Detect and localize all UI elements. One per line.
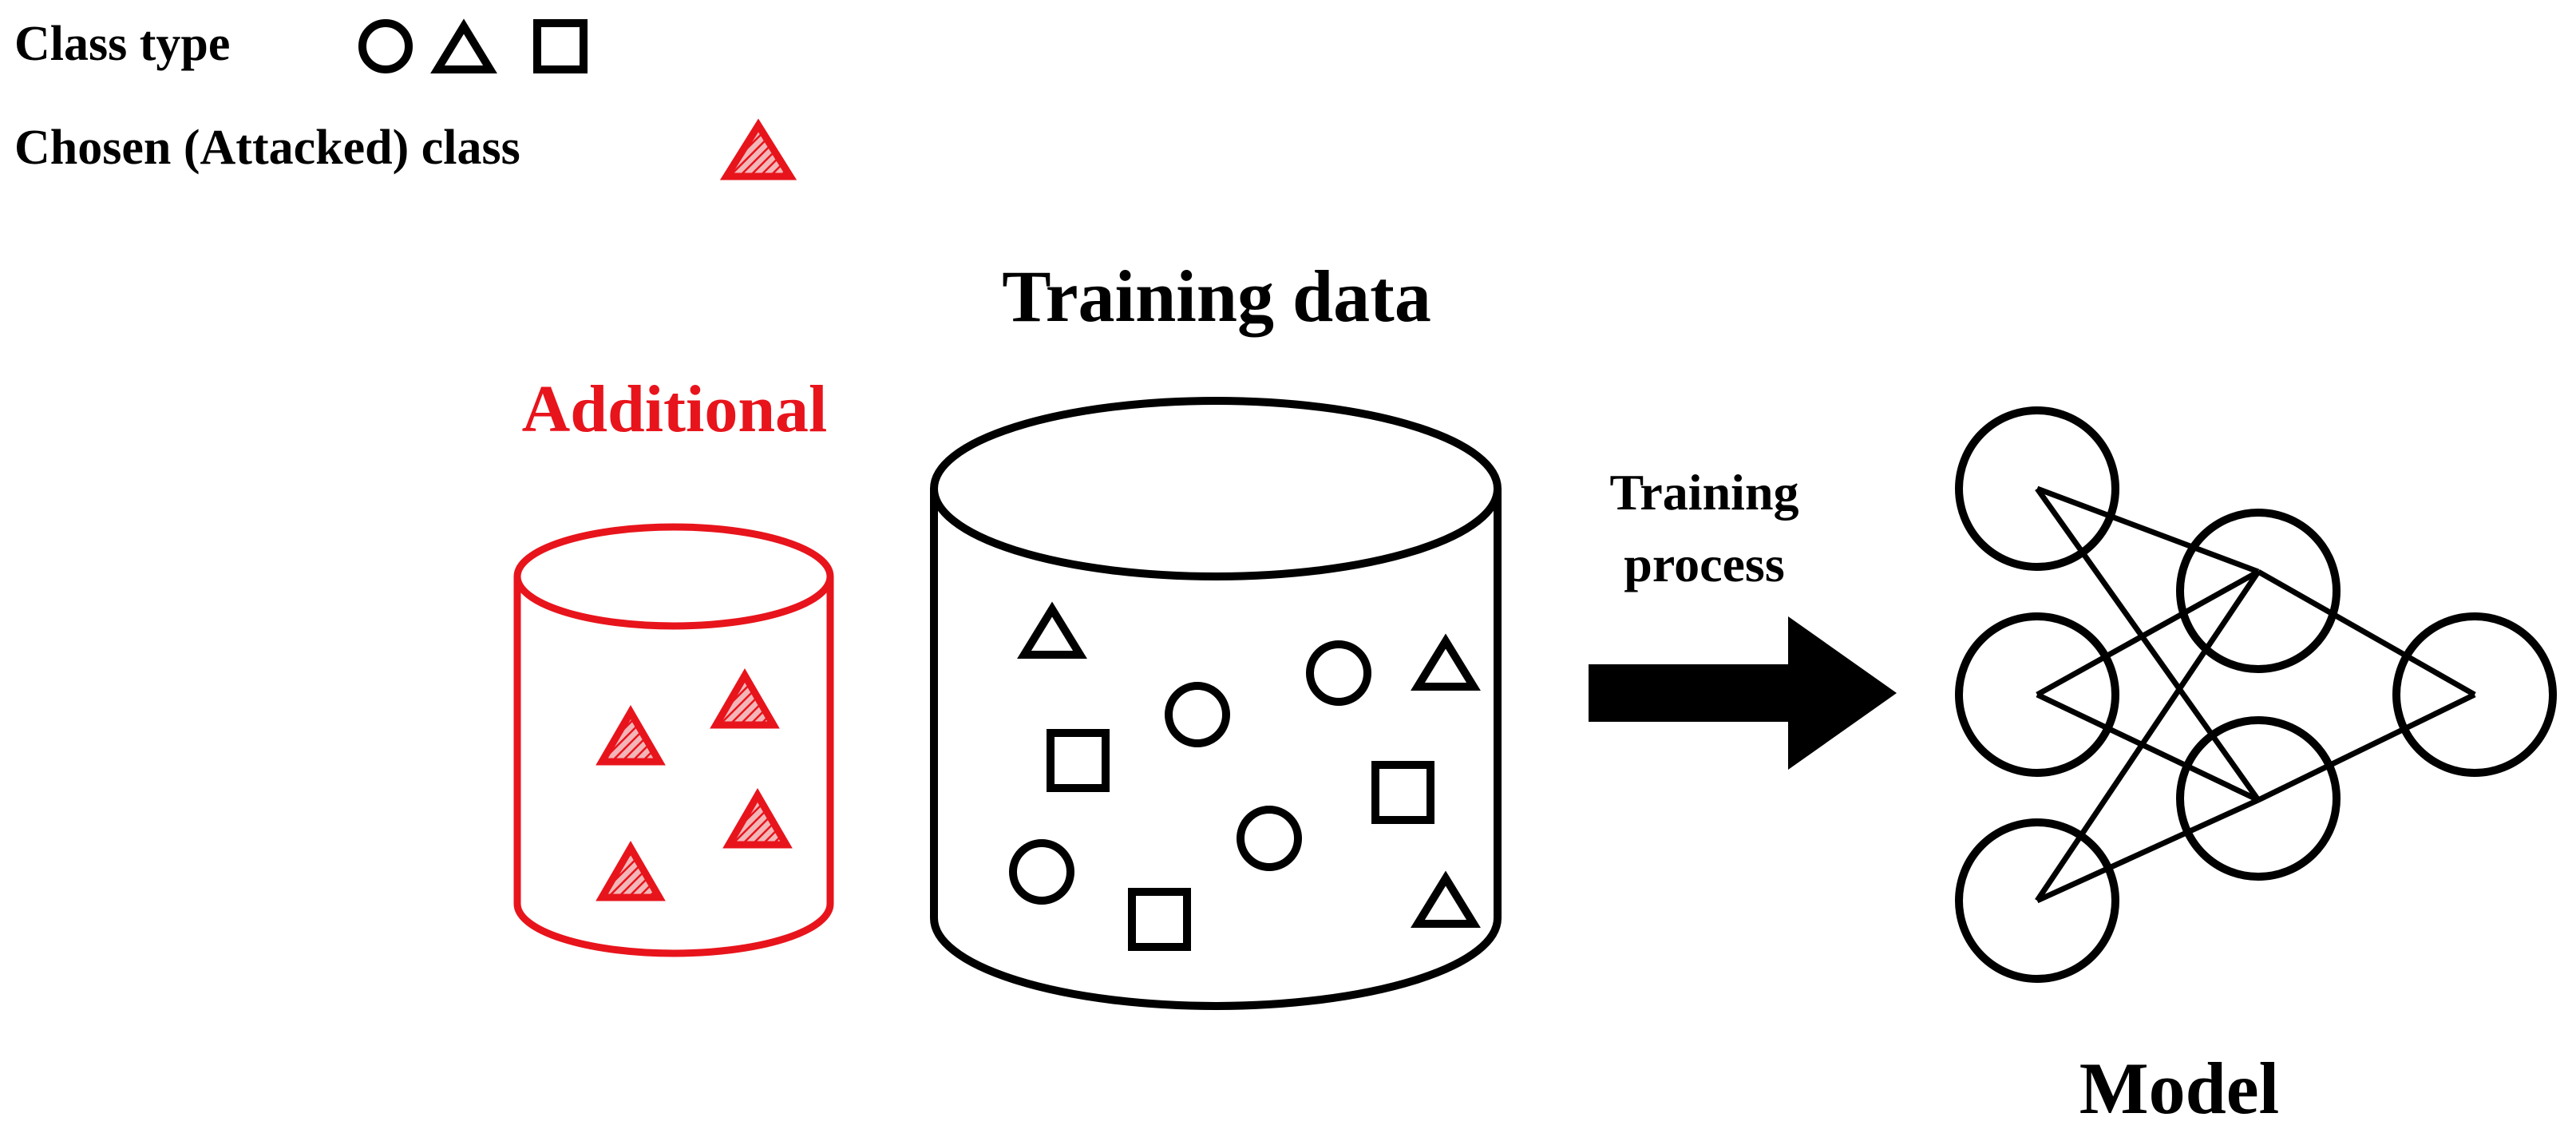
network-edge — [2036, 568, 2260, 698]
square-icon — [1371, 761, 1434, 824]
training-process-label-line2: process — [1624, 536, 1784, 592]
network-edge — [2257, 568, 2476, 698]
network-node — [2176, 716, 2341, 881]
additional-cylinder-body — [513, 576, 834, 957]
hatched-red-triangle-icon — [710, 668, 780, 729]
training-process-arrow: Training process — [1589, 464, 1897, 770]
network-node — [2176, 509, 2341, 673]
additional-cylinder-top — [513, 523, 834, 630]
training-data-label: Training data — [1002, 256, 1431, 337]
hatched-red-triangle-icon — [596, 841, 666, 901]
legend-class-type-label: Class type — [14, 17, 230, 71]
network-edge — [2036, 691, 2260, 803]
circle-icon — [1306, 640, 1371, 706]
circle-icon — [1165, 682, 1230, 747]
training-data-cylinder: Training data — [930, 256, 1502, 1010]
triangle-icon — [1411, 870, 1481, 928]
triangle-icon — [430, 18, 497, 73]
training-cylinder-body — [930, 489, 1502, 1010]
network-node — [1955, 818, 2119, 983]
arrow-right-icon — [1589, 616, 1897, 770]
hatched-red-triangle-icon — [596, 705, 666, 766]
square-icon — [1128, 888, 1191, 951]
hatched-red-triangle-icon — [719, 118, 797, 180]
training-cylinder-top — [930, 397, 1502, 580]
network-node — [1955, 406, 2119, 571]
legend-chosen-class-label: Chosen (Attacked) class — [14, 121, 520, 175]
triangle-icon — [1017, 601, 1087, 659]
training-process-label-line1: Training — [1609, 464, 1798, 521]
model-network: Model — [1955, 406, 2557, 1125]
network-edge — [2036, 485, 2260, 575]
network-edges — [2035, 485, 2476, 904]
triangle-icon — [1411, 633, 1481, 691]
square-icon — [1047, 729, 1110, 792]
network-edge — [2035, 570, 2261, 902]
additional-data-cylinder: Additional — [513, 372, 834, 957]
circle-icon — [1237, 806, 1302, 871]
circle-icon — [1009, 839, 1074, 905]
hatched-red-triangle-icon — [722, 788, 793, 849]
network-node — [2392, 612, 2557, 777]
circle-icon — [358, 19, 413, 73]
network-node — [1955, 612, 2119, 777]
square-icon — [533, 19, 588, 73]
legend: Class type Chosen (Attacked) class — [14, 17, 797, 180]
network-edge — [2257, 691, 2476, 803]
additional-label: Additional — [522, 372, 828, 446]
model-label: Model — [2079, 1048, 2279, 1125]
network-edge — [2035, 486, 2261, 802]
network-edge — [2036, 797, 2260, 904]
